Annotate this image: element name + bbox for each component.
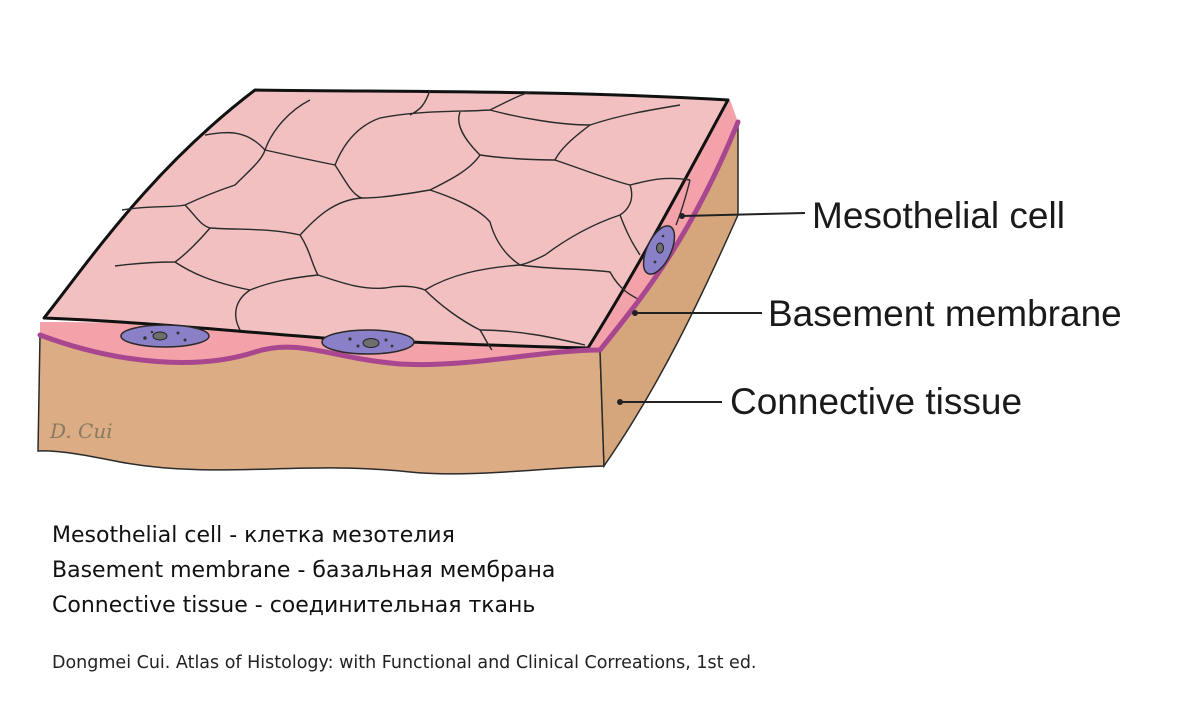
leader-mesothelial-cell [679, 212, 806, 219]
nucleus-side [642, 225, 676, 275]
translation-legend: Mesothelial cell - клетка мезотелия Base… [52, 518, 555, 623]
legend-item-connective-tissue: Connective tissue - соединительная ткань [52, 593, 536, 618]
artist-signature: D. Cui [49, 419, 113, 443]
legend-item-mesothelial-cell: Mesothelial cell - клетка мезотелия [52, 523, 455, 548]
legend-item-basement-membrane: Basement membrane - базальная мембрана [52, 558, 556, 583]
nucleus-middle [321, 329, 415, 355]
leader-basement-membrane [632, 310, 762, 316]
basement-membrane [37, 119, 741, 368]
cytoplasm-layer [40, 100, 738, 365]
label-basement-membrane: Basement membrane [768, 293, 1122, 334]
label-mesothelial-cell: Mesothelial cell [812, 195, 1065, 236]
mesothelium-diagram: Mesothelial cell Basement membrane Conne… [37, 88, 1122, 475]
cell-boundaries [114, 89, 691, 351]
source-citation: Dongmei Cui. Atlas of Histology: with Fu… [52, 653, 757, 673]
mesothelial-surface [42, 88, 730, 350]
nucleus-left [120, 324, 210, 348]
label-connective-tissue: Connective tissue [730, 381, 1022, 422]
leader-connective-tissue [617, 399, 722, 405]
